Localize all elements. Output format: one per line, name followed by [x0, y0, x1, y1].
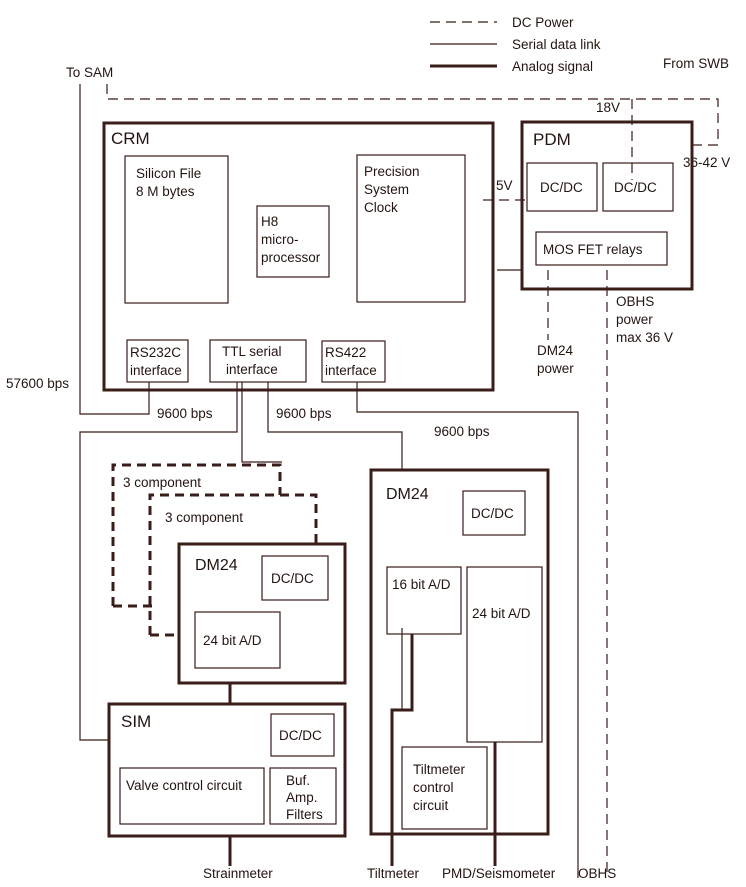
dm24-stack: 3 component 3 component DM24 DC/DC 24 bi… [111, 463, 347, 685]
v5-label: 5V [496, 178, 513, 193]
clock-line2: System [364, 182, 409, 197]
crm-module: CRM Silicon File 8 M bytes H8 micro- pro… [102, 121, 495, 392]
pdm-dcdc-2: DC/DC [614, 180, 657, 195]
mos-fet-relays: MOS FET relays [543, 242, 643, 257]
silicon-file-line1: Silicon File [136, 166, 201, 181]
component-label-2: 3 component [165, 510, 243, 525]
serial-wires [79, 84, 579, 878]
obhs-power-line3: max 36 V [616, 330, 673, 345]
dm24-stack-title: DM24 [195, 557, 238, 574]
sim-dcdc: DC/DC [279, 728, 322, 743]
dm24-stack-ad: 24 bit A/D [203, 633, 262, 648]
bps-9600-rs232-label: 9600 bps [157, 406, 213, 421]
legend-analog-label: Analog signal [512, 59, 593, 74]
buf-line2: Amp. [286, 790, 318, 805]
dm24-right-title: DM24 [386, 486, 429, 503]
v36-42-label: 36-42 V [683, 155, 730, 170]
tilt-ctrl-line1: Tiltmeter [413, 762, 466, 777]
tilt-ctrl-line2: control [413, 780, 454, 795]
h8-line1: H8 [261, 214, 278, 229]
bps-9600-rs422-label: 9600 bps [434, 424, 490, 439]
pmd-seismometer-label: PMD/Seismometer [442, 866, 556, 881]
obhs-power-line1: OBHS [616, 294, 654, 309]
pdm-title: PDM [533, 130, 571, 149]
to-sam-label: To SAM [66, 65, 113, 80]
crm-title: CRM [111, 129, 150, 148]
ttl-line1: TTL serial [222, 344, 282, 359]
bps-9600-ttl-label: 9600 bps [276, 406, 332, 421]
silicon-file-line2: 8 M bytes [136, 184, 195, 199]
rs232c-line1: RS232C [130, 345, 181, 360]
sim-module: SIM DC/DC Valve control circuit Buf. Amp… [107, 702, 347, 838]
component-label-1: 3 component [123, 475, 201, 490]
clock-line1: Precision [364, 164, 420, 179]
strainmeter-label: Strainmeter [203, 866, 273, 881]
tiltmeter-label: Tiltmeter [367, 866, 420, 881]
legend: DC Power Serial data link Analog signal [430, 15, 601, 74]
legend-dc-power-label: DC Power [512, 15, 574, 30]
h8-line3: processor [261, 250, 321, 265]
pdm-dcdc-1: DC/DC [540, 180, 583, 195]
valve-control-label: Valve control circuit [126, 778, 242, 793]
clock-line3: Clock [364, 200, 398, 215]
ad24-label: 24 bit A/D [472, 606, 531, 621]
legend-serial-label: Serial data link [512, 37, 601, 52]
tilt-ctrl-line3: circuit [413, 798, 449, 813]
dm24-right-dcdc: DC/DC [471, 506, 514, 521]
dc-power-wires [106, 84, 719, 878]
rs422-line2: interface [325, 363, 377, 378]
buf-line1: Buf. [286, 773, 310, 788]
v18-label: 18V [596, 100, 620, 115]
bps-57600-label: 57600 bps [6, 376, 69, 391]
dm24-power-line1: DM24 [537, 343, 574, 358]
pdm-module: PDM DC/DC DC/DC MOS FET relays DM24 powe… [520, 120, 694, 376]
analog-wires [228, 634, 497, 866]
h8-line2: micro- [261, 232, 299, 247]
obhs-label: OBHS [578, 866, 616, 881]
ttl-line2: interface [226, 362, 278, 377]
rs232c-line2: interface [130, 363, 182, 378]
from-swb-label: From SWB [663, 56, 729, 71]
buf-line3: Filters [286, 807, 323, 822]
dm24-right-module: DM24 DC/DC 16 bit A/D 24 bit A/D Tiltmet… [369, 468, 550, 836]
ad16-label: 16 bit A/D [392, 577, 451, 592]
dm24-stack-dcdc: DC/DC [271, 571, 314, 586]
rs422-line1: RS422 [325, 345, 366, 360]
dm24-power-line2: power [537, 361, 574, 376]
sim-title: SIM [121, 712, 151, 731]
obhs-power-line2: power [616, 312, 653, 327]
